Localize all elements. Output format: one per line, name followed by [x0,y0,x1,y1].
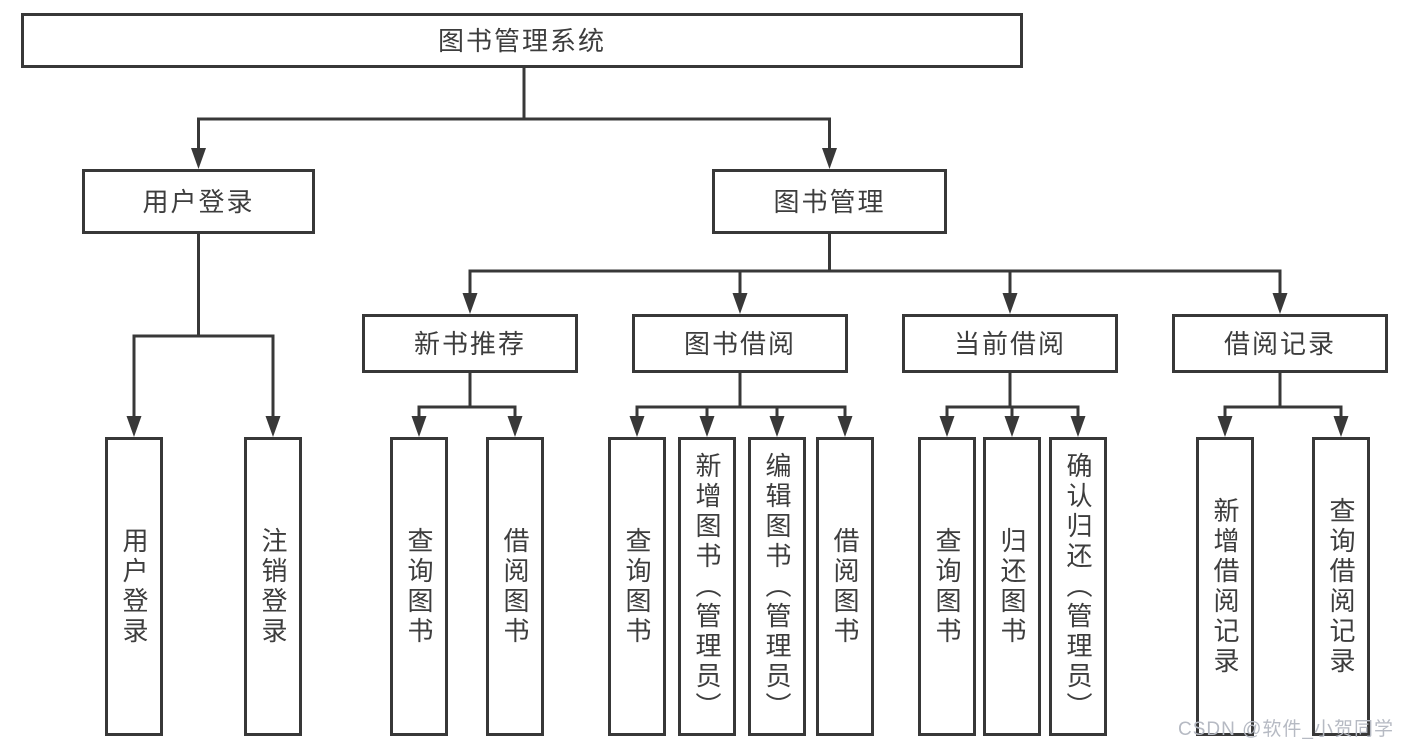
leaf-query-borrow-record: 查询借阅记录 [1312,437,1370,736]
leaf-query-books-borrow: 查询图书 [608,437,666,736]
node-user-login-branch: 用户登录 [82,169,315,234]
node-user-login-branch-label: 用户登录 [142,186,255,217]
leaf-add-borrow-record: 新增借阅记录 [1196,437,1254,736]
connector-book-borrow-group-to-leaves [629,373,853,437]
connector-borrow-records-group-to-leaves [1217,373,1349,437]
node-library-management-system-label: 图书管理系统 [437,25,606,56]
leaf-add-borrow-record-label: 新增借阅记录 [1210,496,1240,677]
leaf-add-book-admin: 新增图书（管理员） [678,437,736,736]
node-group-borrow-records-label: 借阅记录 [1223,328,1336,359]
leaf-confirm-return-admin-label: 确认归还（管理员） [1063,451,1093,722]
leaf-query-books-recommend-label: 查询图书 [404,526,434,647]
node-group-borrow-records: 借阅记录 [1172,314,1388,373]
leaf-query-borrow-record-label: 查询借阅记录 [1326,496,1356,677]
leaf-user-login-label: 用户登录 [119,526,149,647]
connector-login-to-leaves [126,234,281,437]
leaf-confirm-return-admin: 确认归还（管理员） [1049,437,1107,736]
node-group-current-borrow-label: 当前借阅 [953,328,1066,359]
leaf-add-book-admin-label: 新增图书（管理员） [692,451,722,722]
node-group-new-book-recommend: 新书推荐 [362,314,578,373]
leaf-borrow-books: 借阅图书 [816,437,874,736]
connector-management-to-groups [462,234,1288,314]
leaf-return-book: 归还图书 [983,437,1041,736]
node-library-management-system: 图书管理系统 [21,13,1023,68]
node-group-book-borrow: 图书借阅 [632,314,848,373]
node-book-management-branch: 图书管理 [712,169,947,234]
leaf-query-books-current-label: 查询图书 [932,526,962,647]
leaf-borrow-books-recommend-label: 借阅图书 [500,526,530,647]
leaf-query-books-recommend: 查询图书 [390,437,448,736]
leaf-query-books-borrow-label: 查询图书 [622,526,652,647]
leaf-borrow-books-recommend: 借阅图书 [486,437,544,736]
node-group-new-book-recommend-label: 新书推荐 [413,328,526,359]
leaf-borrow-books-label: 借阅图书 [830,526,860,647]
leaf-edit-book-admin-label: 编辑图书（管理员） [762,451,792,722]
connector-root-to-branches [191,68,837,169]
node-group-book-borrow-label: 图书借阅 [683,328,796,359]
connector-current-borrow-group-to-leaves [939,373,1086,437]
leaf-logout-label: 注销登录 [258,526,288,647]
leaf-return-book-label: 归还图书 [997,526,1027,647]
node-group-current-borrow: 当前借阅 [902,314,1118,373]
node-book-management-branch-label: 图书管理 [773,186,886,217]
connector-new-book-group-to-leaves [411,373,523,437]
leaf-edit-book-admin: 编辑图书（管理员） [748,437,806,736]
leaf-user-login: 用户登录 [105,437,163,736]
leaf-logout: 注销登录 [244,437,302,736]
csdn-watermark: CSDN @软件_小贺同学 [1178,719,1394,740]
leaf-query-books-current: 查询图书 [918,437,976,736]
